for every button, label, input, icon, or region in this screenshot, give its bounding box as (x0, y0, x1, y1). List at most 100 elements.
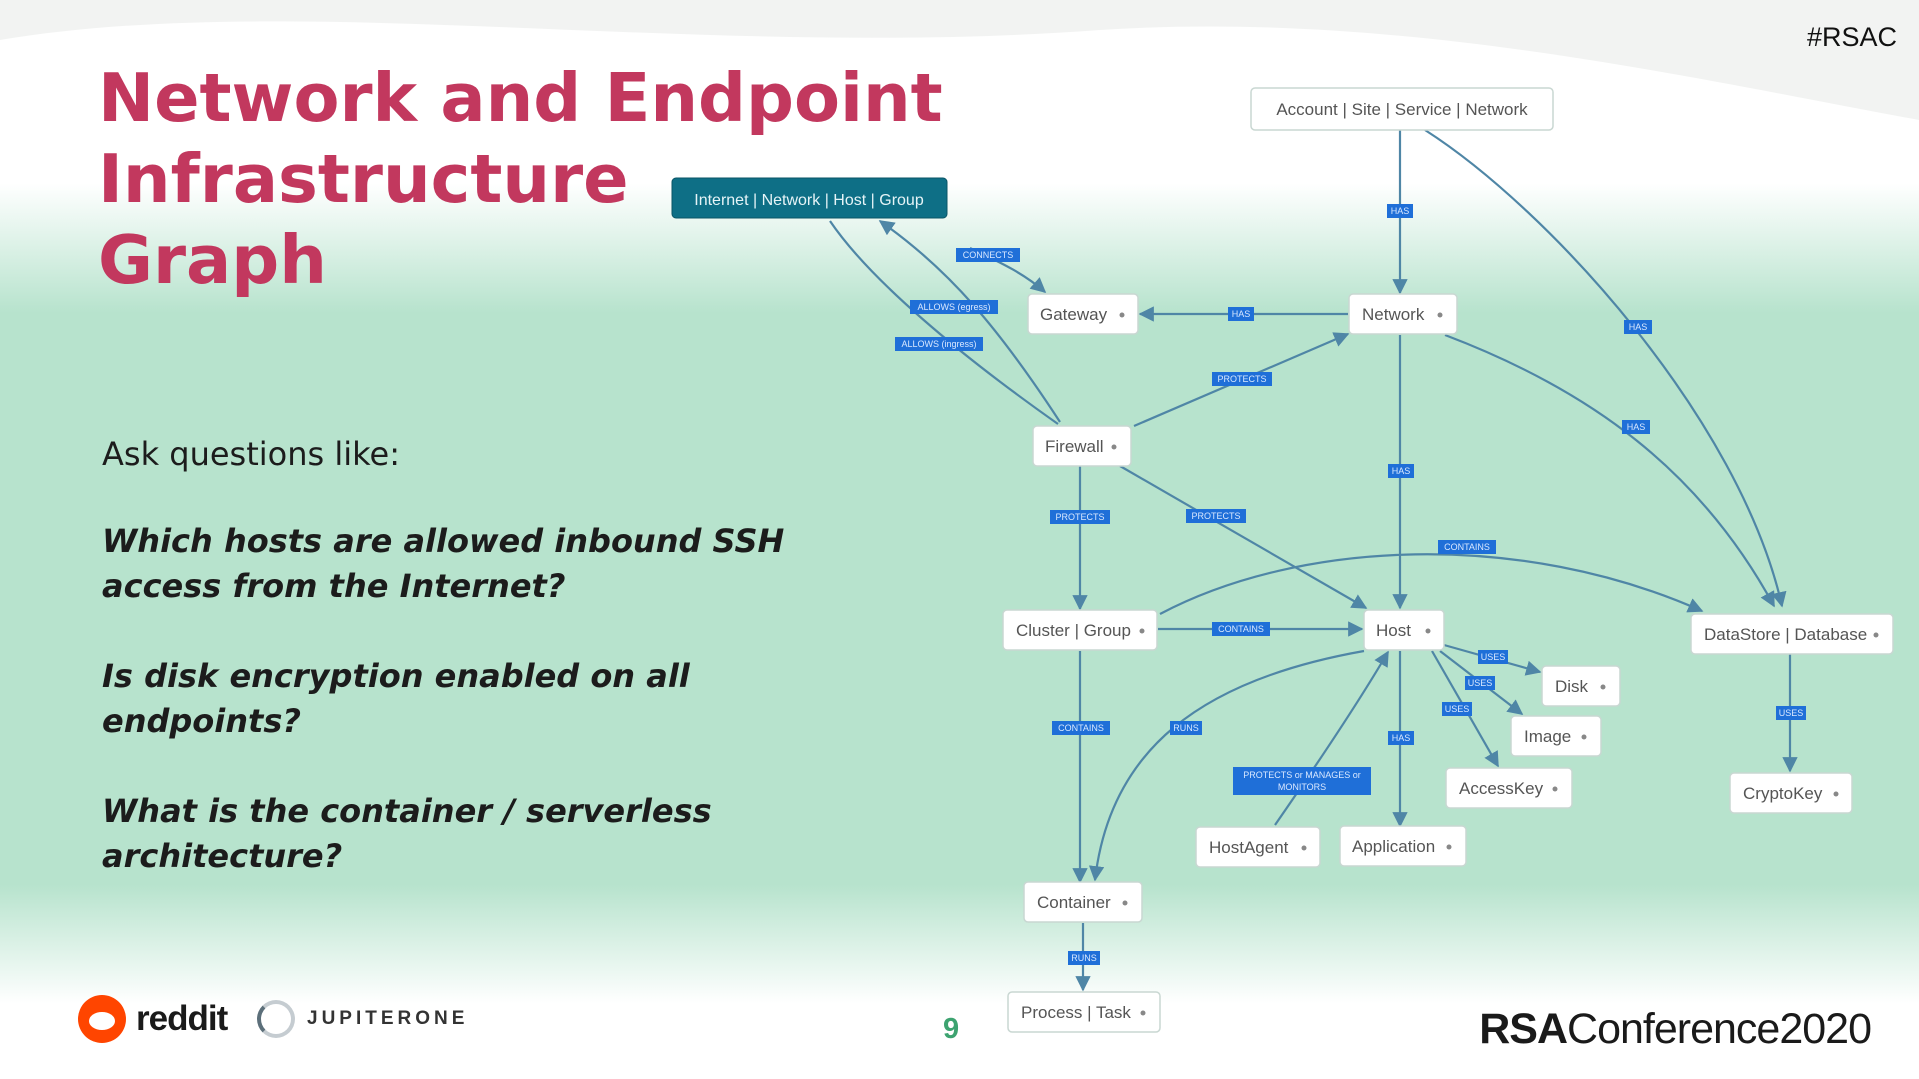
edge-label-contains: CONTAINS (1438, 540, 1496, 554)
edge-label-runs: RUNS (1170, 721, 1202, 735)
jupiterone-logo: JUPITERONE (257, 1000, 468, 1038)
edge-label-uses: USES (1478, 650, 1508, 664)
svg-text:CryptoKey: CryptoKey (1743, 784, 1823, 803)
edge-label-connects: CONNECTS (956, 248, 1020, 262)
edge-label-contains: CONTAINS (1052, 721, 1110, 735)
svg-text:Image: Image (1524, 727, 1571, 746)
svg-text:HAS: HAS (1629, 322, 1648, 332)
svg-text:CONTAINS: CONTAINS (1058, 723, 1104, 733)
title-line: Graph (98, 221, 327, 299)
node-menu-dot (1425, 628, 1431, 634)
questions-block: Ask questions like: Which hosts are allo… (102, 435, 862, 924)
reddit-wordmark: reddit (136, 999, 228, 1038)
node-accesskey[interactable]: AccessKey (1445, 767, 1573, 809)
svg-text:Network: Network (1362, 305, 1425, 324)
question-item: Which hosts are allowed inbound SSH acce… (102, 522, 785, 605)
edge-label-contains: CONTAINS (1212, 622, 1270, 636)
svg-text:USES: USES (1779, 708, 1804, 718)
rsa-conference-logo: RSAConference2020 (1479, 1005, 1872, 1054)
node-menu-dot (1139, 628, 1145, 634)
node-menu-dot (1581, 734, 1587, 740)
svg-text:HAS: HAS (1392, 466, 1411, 476)
svg-text:Account | Site | Service | Net: Account | Site | Service | Network (1276, 100, 1528, 119)
edge-label-protects: PROTECTS (1212, 372, 1272, 386)
svg-text:DataStore | Database: DataStore | Database (1704, 625, 1867, 644)
svg-text:ALLOWS (egress): ALLOWS (egress) (917, 302, 990, 312)
node-menu-dot (1552, 786, 1558, 792)
svg-text:Firewall: Firewall (1045, 437, 1104, 456)
svg-text:HAS: HAS (1232, 309, 1251, 319)
node-datastore[interactable]: DataStore | Database (1690, 613, 1894, 655)
edge-hostagent-host (1274, 650, 1389, 826)
node-menu-dot (1437, 312, 1443, 318)
node-application[interactable]: Application (1339, 825, 1467, 867)
node-menu-dot (1600, 684, 1606, 690)
node-image[interactable]: Image (1510, 715, 1602, 757)
graph-edge-labels: HAS HAS HAS HAS HAS HAS CONNECTS ALLOWS … (895, 204, 1806, 965)
title-line: Network and Endpoint (98, 59, 943, 137)
svg-text:USES: USES (1445, 704, 1470, 714)
svg-text:PROTECTS: PROTECTS (1217, 374, 1266, 384)
edge-label-uses: USES (1465, 676, 1495, 690)
conference-wordmark: Conference2020 (1567, 1005, 1872, 1053)
node-menu-dot (1446, 844, 1452, 850)
node-account[interactable]: Account | Site | Service | Network (1250, 87, 1554, 131)
node-hostagent[interactable]: HostAgent (1195, 826, 1321, 868)
node-menu-dot (1122, 900, 1128, 906)
svg-text:CONNECTS: CONNECTS (963, 250, 1014, 260)
node-cryptokey[interactable]: CryptoKey (1729, 772, 1853, 814)
svg-text:HAS: HAS (1392, 733, 1411, 743)
node-host[interactable]: Host (1363, 609, 1445, 651)
svg-text:HostAgent: HostAgent (1209, 838, 1289, 857)
node-menu-dot (1111, 444, 1117, 450)
edge-label-has: HAS (1388, 731, 1414, 745)
svg-text:HAS: HAS (1627, 422, 1646, 432)
svg-text:CONTAINS: CONTAINS (1444, 542, 1490, 552)
node-network[interactable]: Network (1348, 293, 1458, 335)
edge-label-uses: USES (1776, 706, 1806, 720)
node-menu-dot (1301, 845, 1307, 851)
svg-text:USES: USES (1468, 678, 1493, 688)
node-gateway[interactable]: Gateway (1027, 293, 1139, 335)
edge-label-uses: USES (1442, 702, 1472, 716)
svg-text:ALLOWS (ingress): ALLOWS (ingress) (901, 339, 976, 349)
node-menu-dot (1833, 791, 1839, 797)
node-process[interactable]: Process | Task (1007, 991, 1161, 1033)
slide-title: Network and Endpoint Infrastructure Grap… (98, 58, 943, 301)
edge-label-has: HAS (1387, 204, 1413, 218)
reddit-logo: reddit (78, 995, 228, 1043)
edge-network-datastore (1444, 333, 1775, 608)
node-firewall[interactable]: Firewall (1032, 425, 1132, 467)
edge-internet-firewall-egress (829, 220, 1059, 425)
edge-cluster-datastore (1159, 553, 1704, 615)
svg-text:PROTECTS: PROTECTS (1055, 512, 1104, 522)
svg-text:Gateway: Gateway (1040, 305, 1108, 324)
edge-label-protects: PROTECTS (1186, 509, 1246, 523)
rsa-wordmark: RSA (1479, 1005, 1568, 1053)
svg-text:PROTECTS: PROTECTS (1191, 511, 1240, 521)
title-line: Infrastructure (98, 140, 629, 218)
hashtag: #RSAC (1806, 22, 1897, 52)
edge-label-protects: PROTECTS (1050, 510, 1110, 524)
edge-label-has: HAS (1624, 320, 1652, 334)
node-disk[interactable]: Disk (1541, 665, 1621, 707)
svg-text:Host: Host (1376, 621, 1411, 640)
node-container[interactable]: Container (1023, 881, 1143, 923)
svg-text:Internet | Network | Host | Gr: Internet | Network | Host | Group (694, 192, 924, 209)
edge-label-allows-egress: ALLOWS (egress) (910, 300, 998, 314)
node-internet[interactable]: Internet | Network | Host | Group (671, 177, 948, 219)
jupiterone-wordmark: JUPITERONE (307, 1008, 469, 1029)
lead-text: Ask questions like: (102, 435, 400, 473)
svg-text:PROTECTS or MANAGES or: PROTECTS or MANAGES or (1243, 770, 1361, 780)
svg-text:MONITORS: MONITORS (1278, 782, 1326, 792)
graph-nodes: Internet | Network | Host | Group Accoun… (671, 87, 1894, 1033)
edge-label-has: HAS (1228, 307, 1254, 321)
svg-text:Container: Container (1037, 893, 1111, 912)
svg-text:RUNS: RUNS (1173, 723, 1199, 733)
svg-text:Application: Application (1352, 837, 1435, 856)
node-cluster[interactable]: Cluster | Group (1002, 609, 1158, 651)
svg-text:Cluster | Group: Cluster | Group (1016, 621, 1131, 640)
node-menu-dot (1119, 312, 1125, 318)
node-menu-dot (1140, 1010, 1146, 1016)
